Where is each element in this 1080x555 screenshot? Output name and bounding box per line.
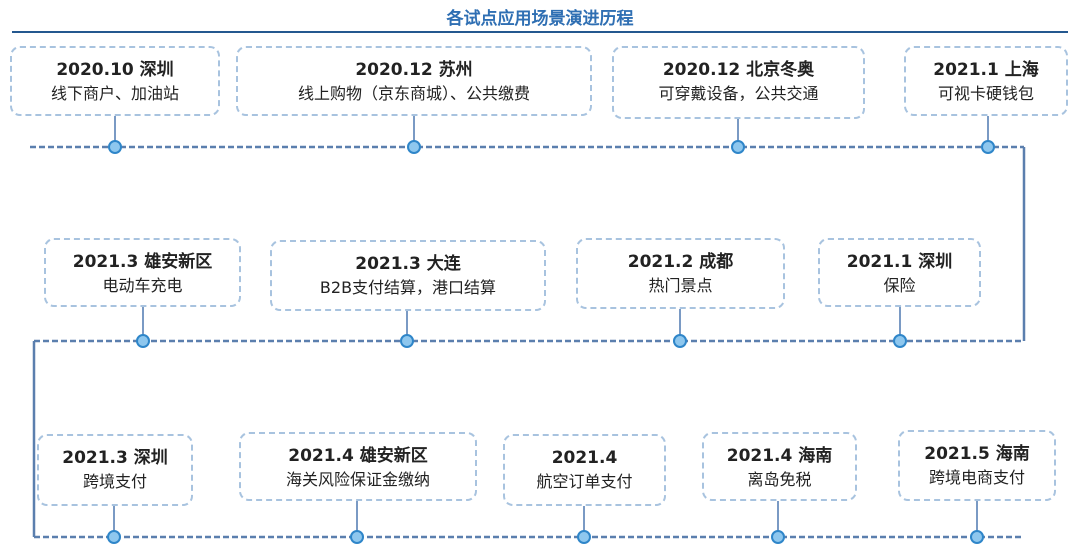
milestone-date: 2021.4 — [551, 448, 618, 468]
timeline-dot — [731, 140, 745, 154]
milestone-scene: 保险 — [883, 276, 916, 295]
milestone-card: 2021.1 上海 可视卡硬钱包 — [904, 46, 1068, 116]
timeline-dot — [107, 530, 121, 544]
timeline-dot — [577, 530, 591, 544]
milestone-date: 2021.3 雄安新区 — [72, 252, 213, 272]
milestone-card: 2021.3 雄安新区 电动车充电 — [44, 238, 241, 307]
milestone-scene: 线下商户、加油站 — [50, 84, 179, 103]
milestone-card: 2021.4 海南 离岛免税 — [702, 432, 857, 501]
milestone-card: 2021.1 深圳 保险 — [818, 238, 981, 307]
milestone-scene: 热门景点 — [648, 276, 713, 295]
title-underline — [12, 31, 1068, 33]
milestone-scene: 海关风险保证金缴纳 — [285, 470, 430, 489]
milestone-scene: 线上购物（京东商城）、公共缴费 — [297, 84, 530, 103]
timeline-dot — [108, 140, 122, 154]
timeline-dot — [771, 530, 785, 544]
milestone-scene: B2B支付结算，港口结算 — [319, 278, 497, 297]
milestone-date: 2021.3 深圳 — [62, 448, 168, 468]
milestone-card: 2021.4 航空订单支付 — [503, 434, 666, 506]
milestone-card: 2021.5 海南 跨境电商支付 — [898, 430, 1056, 501]
milestone-date: 2020.10 深圳 — [56, 60, 174, 80]
milestone-card: 2021.3 深圳 跨境支付 — [37, 434, 193, 506]
milestone-scene: 航空订单支付 — [536, 472, 633, 491]
timeline-dot — [981, 140, 995, 154]
milestone-scene: 可视卡硬钱包 — [937, 84, 1034, 103]
milestone-card: 2020.12 北京冬奥 可穿戴设备，公共交通 — [612, 46, 865, 119]
milestone-date: 2020.12 苏州 — [355, 60, 473, 80]
milestone-date: 2020.12 北京冬奥 — [662, 60, 815, 80]
diagram-title: 各试点应用场景演进历程 — [446, 9, 634, 29]
milestone-date: 2021.1 上海 — [933, 60, 1039, 80]
milestone-card: 2020.12 苏州 线上购物（京东商城）、公共缴费 — [236, 46, 592, 116]
timeline-dot — [673, 334, 687, 348]
milestone-date: 2021.4 雄安新区 — [288, 446, 428, 466]
milestone-card: 2021.2 成都 热门景点 — [576, 238, 785, 309]
timeline-dot — [400, 334, 414, 348]
milestone-scene: 跨境电商支付 — [928, 468, 1025, 487]
milestone-scene: 跨境支付 — [82, 472, 147, 491]
milestone-card: 2021.4 雄安新区 海关风险保证金缴纳 — [239, 432, 477, 501]
milestone-card: 2021.3 大连 B2B支付结算，港口结算 — [270, 240, 546, 311]
milestone-scene: 电动车充电 — [102, 276, 183, 295]
timeline-dot — [350, 530, 364, 544]
milestone-date: 2021.5 海南 — [924, 444, 1030, 464]
timeline-dot — [970, 530, 984, 544]
milestone-date: 2021.2 成都 — [627, 252, 734, 272]
milestone-date: 2021.1 深圳 — [846, 252, 953, 272]
milestone-date: 2021.4 海南 — [726, 446, 833, 466]
timeline-dot — [407, 140, 421, 154]
milestone-date: 2021.3 大连 — [355, 254, 461, 274]
milestone-scene: 离岛免税 — [747, 470, 812, 489]
timeline-dot — [893, 334, 907, 348]
milestone-card: 2020.10 深圳 线下商户、加油站 — [10, 46, 220, 116]
milestone-scene: 可穿戴设备，公共交通 — [658, 84, 819, 103]
timeline-dot — [136, 334, 150, 348]
